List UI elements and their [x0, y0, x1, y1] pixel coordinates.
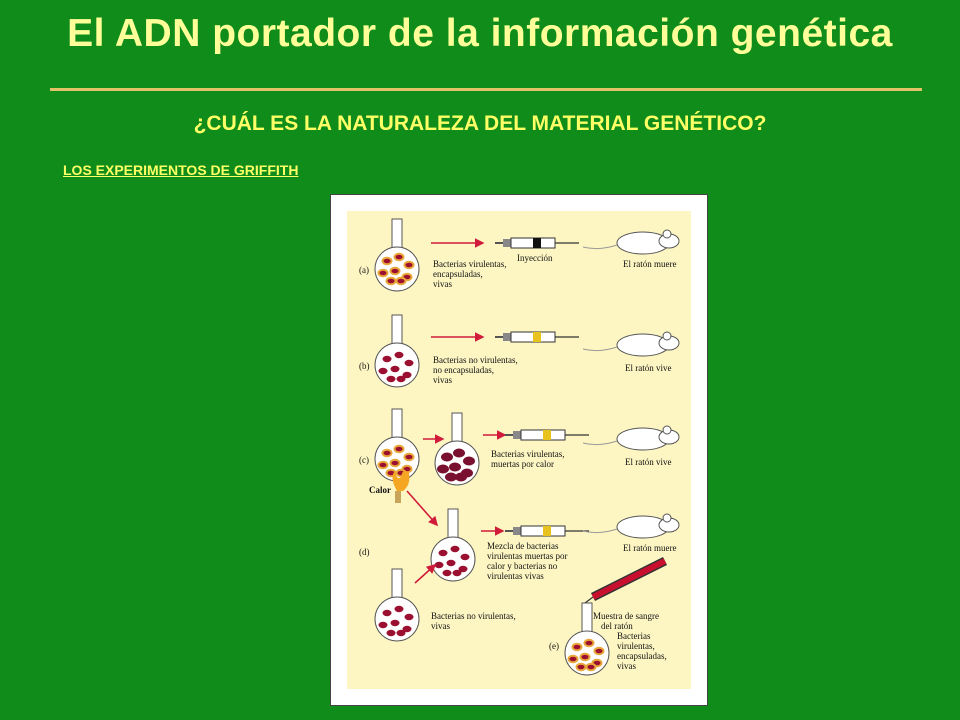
svg-text:virulentas vivas: virulentas vivas	[487, 571, 544, 581]
blood-syringe	[584, 556, 668, 604]
griffith-diagram: (a) Bacterias virulentas, encapsuladas, …	[347, 211, 691, 689]
svg-text:virulentas muertas por: virulentas muertas por	[487, 551, 567, 561]
svg-text:del ratón: del ratón	[601, 621, 633, 631]
svg-text:vivas: vivas	[433, 279, 452, 289]
svg-text:Bacterias: Bacterias	[617, 631, 651, 641]
flame-icon	[392, 470, 410, 503]
bacteria-d2	[378, 605, 414, 637]
bacteria-c	[377, 444, 415, 478]
blood-desc: Muestra de sangre del ratón	[593, 611, 659, 631]
label-d: (d)	[359, 547, 370, 557]
svg-text:virulentas,: virulentas,	[617, 641, 655, 651]
label-e: (e)	[549, 641, 559, 651]
svg-text:Bacterias virulentas,: Bacterias virulentas,	[433, 259, 506, 269]
result-a: El ratón muere	[623, 259, 676, 269]
svg-text:Muestra de sangre: Muestra de sangre	[593, 611, 659, 621]
result-d: El ratón muere	[623, 543, 676, 553]
title-divider	[50, 88, 922, 91]
svg-text:vivas: vivas	[617, 661, 636, 671]
bacteria-a	[377, 252, 415, 286]
label-b: (b)	[359, 361, 370, 371]
result-b: El ratón vive	[625, 363, 672, 373]
desc-b: Bacterias no virulentas, no encapsuladas…	[433, 355, 518, 385]
result-c: El ratón vive	[625, 457, 672, 467]
svg-text:muertas por calor: muertas por calor	[491, 459, 554, 469]
bacteria-d	[434, 545, 470, 577]
svg-text:encapsuladas,: encapsuladas,	[617, 651, 667, 661]
dead-bacteria-c	[437, 448, 475, 482]
label-c: (c)	[359, 455, 369, 465]
section-heading: LOS EXPERIMENTOS DE GRIFFITH	[63, 162, 299, 178]
desc-d: Mezcla de bacterias virulentas muertas p…	[487, 541, 567, 581]
svg-text:Bacterias no virulentas,: Bacterias no virulentas,	[433, 355, 518, 365]
slide-title: El ADN portador de la información genéti…	[67, 12, 893, 55]
svg-text:vivas: vivas	[433, 375, 452, 385]
desc-e: Bacterias virulentas, encapsuladas, viva…	[617, 631, 667, 671]
griffith-figure: (a) Bacterias virulentas, encapsuladas, …	[330, 194, 708, 706]
bacteria-e	[567, 638, 605, 672]
svg-text:vivas: vivas	[431, 621, 450, 631]
desc-a: Bacterias virulentas, encapsuladas, viva…	[433, 259, 506, 289]
svg-text:encapsuladas,: encapsuladas,	[433, 269, 483, 279]
svg-text:Bacterias virulentas,: Bacterias virulentas,	[491, 449, 564, 459]
label-a: (a)	[359, 265, 369, 275]
desc-d2: Bacterias no virulentas, vivas	[431, 611, 516, 631]
injection-label: Inyección	[517, 253, 553, 263]
slide-subtitle: ¿CUÁL ES LA NATURALEZA DEL MATERIAL GENÉ…	[193, 112, 767, 135]
svg-text:Bacterias no virulentas,: Bacterias no virulentas,	[431, 611, 516, 621]
heat-label: Calor	[369, 485, 391, 495]
svg-text:no encapsuladas,: no encapsuladas,	[433, 365, 494, 375]
bacteria-b	[378, 351, 414, 383]
svg-text:calor y bacterias no: calor y bacterias no	[487, 561, 558, 571]
desc-c: Bacterias virulentas, muertas por calor	[491, 449, 564, 469]
svg-text:Mezcla de bacterias: Mezcla de bacterias	[487, 541, 559, 551]
